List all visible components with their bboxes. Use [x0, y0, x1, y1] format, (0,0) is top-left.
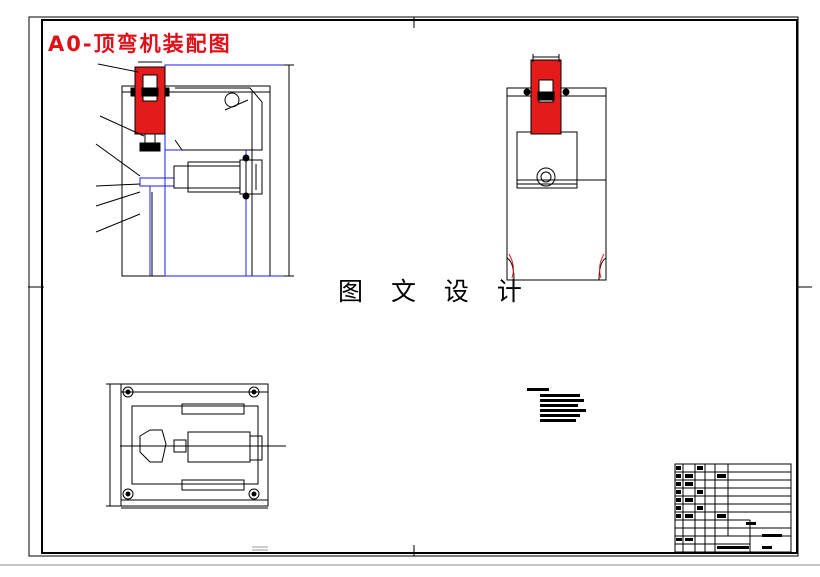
center-label: 图 文 设 计	[338, 277, 532, 306]
side-view	[506, 54, 607, 281]
title-block	[674, 463, 792, 553]
drawing-title: A0-顶弯机装配图	[48, 32, 232, 56]
top-view	[106, 383, 286, 509]
drawing-frame	[0, 16, 820, 566]
technical-notes	[527, 388, 586, 422]
front-view	[95, 61, 294, 277]
